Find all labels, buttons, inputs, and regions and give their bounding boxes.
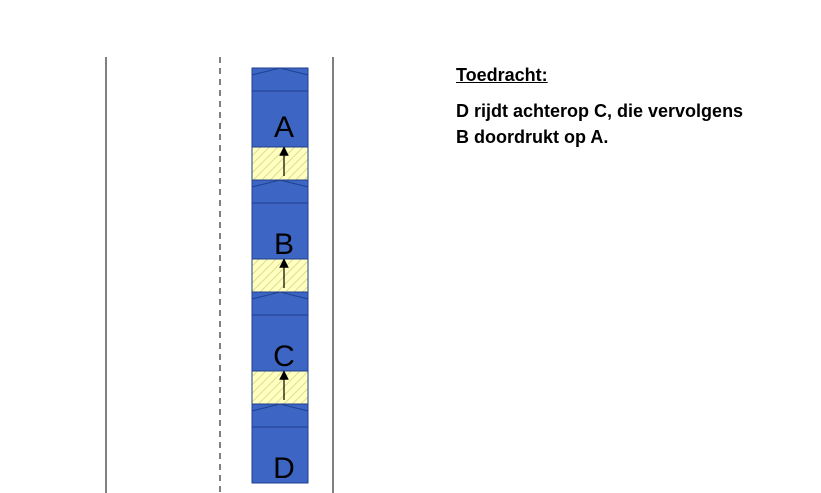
car-label: A — [274, 111, 294, 144]
car-windshield — [251, 179, 309, 188]
car-b: B — [251, 179, 309, 293]
car-windshield — [251, 291, 309, 300]
car-windshield — [251, 67, 309, 76]
crumple-zone — [251, 370, 309, 405]
car-body — [251, 403, 309, 484]
crumple-zone — [251, 146, 309, 181]
description-title: Toedracht: — [456, 65, 548, 85]
car-windshield — [251, 403, 309, 412]
car-label: B — [274, 228, 294, 261]
accident-description: Toedracht: D rijdt achterop C, die vervo… — [456, 64, 756, 150]
car-label: D — [273, 452, 295, 485]
car-label: C — [273, 340, 295, 373]
crumple-zone — [251, 258, 309, 293]
car-a: A — [251, 67, 309, 181]
car-d: D — [251, 403, 309, 485]
car-c: C — [251, 291, 309, 405]
description-text: D rijdt achterop C, die vervolgens B doo… — [456, 101, 744, 147]
